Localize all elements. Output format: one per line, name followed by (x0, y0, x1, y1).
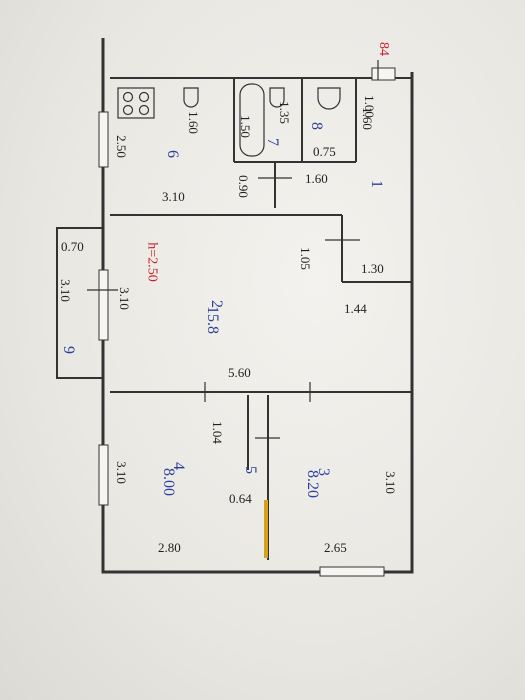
dimension-label: 2.80 (158, 540, 181, 555)
stove-burner-icon (122, 104, 134, 116)
room4-window (98, 444, 109, 506)
dimension-label: 3.10 (113, 461, 129, 484)
series-number: 84 (376, 42, 391, 56)
dimension-label: 1.60 (305, 171, 328, 186)
stove-icon (117, 87, 155, 119)
toilet-icon (317, 87, 341, 110)
bath-sink-icon (269, 87, 285, 108)
dimension-label: 2.50 (113, 135, 129, 158)
dimension-label: 0.75 (313, 144, 336, 159)
room-number-5: 5 (242, 466, 259, 474)
stove-burner-icon (122, 91, 134, 103)
room3-window (319, 566, 385, 577)
dimension-label: 1.60 (359, 107, 375, 130)
dimension-label: 3.10 (162, 189, 185, 204)
dimension-label: 3.10 (116, 287, 132, 310)
dimension-label: 1.05 (297, 247, 313, 270)
dimension-label: 1.04 (209, 421, 225, 444)
ceiling-height: h=2.50 (144, 242, 160, 282)
room-number-8: 8 (308, 122, 325, 130)
kitchen-window (98, 111, 109, 168)
stove-burner-icon (138, 91, 150, 103)
room-area-3: 8.20 (304, 470, 321, 498)
dimension-label: 3.10 (57, 279, 73, 302)
room-area-2: 15.8 (204, 306, 221, 334)
bathtub-icon (239, 83, 265, 157)
dimension-label: 2.65 (324, 540, 347, 555)
dimension-label: 3.10 (382, 471, 398, 494)
kitchen-sink-icon (183, 87, 199, 108)
dimension-label: 1.35 (276, 101, 292, 124)
dimension-label: 1.44 (344, 301, 367, 316)
dimension-label: 1.50 (237, 115, 253, 138)
dimension-label: 0.70 (61, 239, 84, 254)
dimension-label: 1.30 (361, 261, 384, 276)
dimension-label: 0.64 (229, 491, 252, 506)
room-number-1: 1 (368, 180, 385, 188)
room-area-4: 8.00 (160, 468, 177, 496)
dimension-label: 5.60 (228, 365, 251, 380)
room-number-6: 6 (164, 150, 181, 158)
living-window (98, 269, 109, 341)
dimension-label: 0.90 (235, 175, 251, 198)
dimension-label: 1.60 (185, 111, 201, 134)
stove-burner-icon (138, 104, 150, 116)
room-number-9: 9 (60, 346, 77, 354)
top-window (371, 67, 396, 81)
room-number-7: 7 (264, 138, 281, 146)
